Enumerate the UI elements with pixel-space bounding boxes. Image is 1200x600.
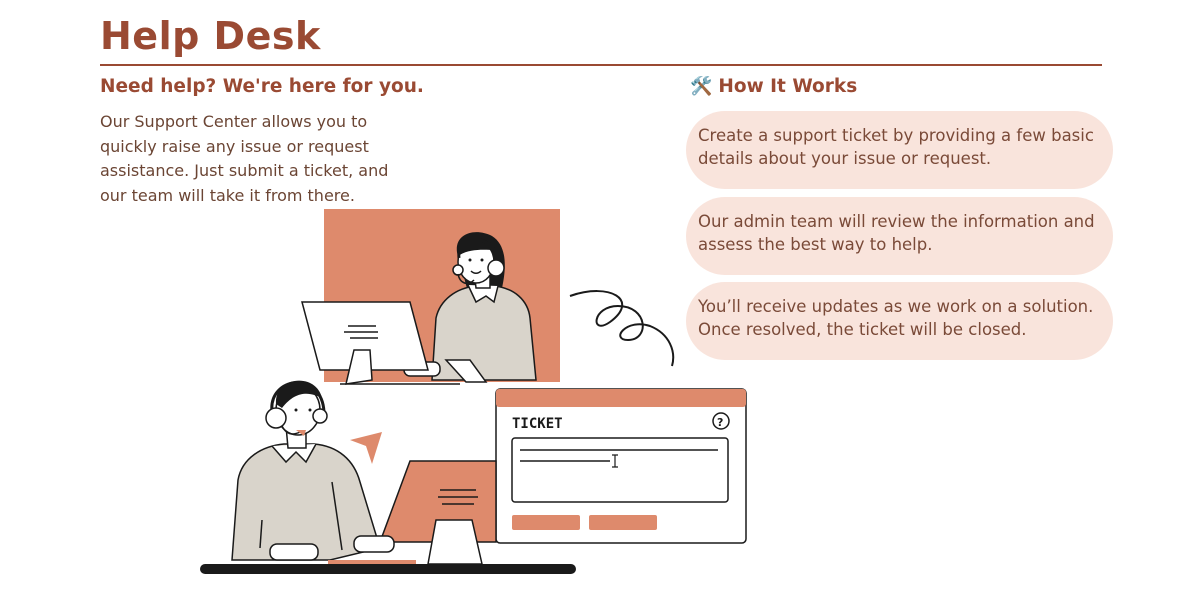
ticket-button-2 xyxy=(589,515,657,530)
step-card-2: Our admin team will review the informati… xyxy=(686,197,1113,275)
desk xyxy=(200,564,576,574)
page-subtitle: Need help? We're here for you. xyxy=(100,76,424,97)
agent-monitor xyxy=(301,301,460,385)
page-title: Help Desk xyxy=(100,14,321,58)
keyboard xyxy=(328,560,416,565)
hammer-and-wrench-icon: 🛠️ xyxy=(690,75,713,97)
female-agent-figure xyxy=(403,232,537,383)
intro-text: Our Support Center allows you to quickly… xyxy=(100,112,389,205)
ticket-window: TICKET ? xyxy=(495,388,747,544)
text-cursor-icon xyxy=(612,454,618,468)
step-card-3: You’ll receive updates as we work on a s… xyxy=(686,282,1113,360)
ticket-button-1 xyxy=(512,515,580,530)
curly-connector xyxy=(569,290,675,367)
ticket-text-area xyxy=(511,437,729,503)
title-divider xyxy=(100,64,1102,66)
how-it-works-heading: 🛠️ How It Works xyxy=(690,76,857,97)
paper-plane-icon xyxy=(350,432,382,464)
ticket-label: TICKET xyxy=(512,416,563,432)
user-monitor xyxy=(378,460,497,565)
help-glyph: ? xyxy=(717,416,723,429)
how-it-works-label: How It Works xyxy=(718,76,858,97)
male-agent-figure xyxy=(231,380,395,561)
help-icon xyxy=(712,412,730,430)
step-card-1: Create a support ticket by providing a f… xyxy=(686,111,1113,189)
